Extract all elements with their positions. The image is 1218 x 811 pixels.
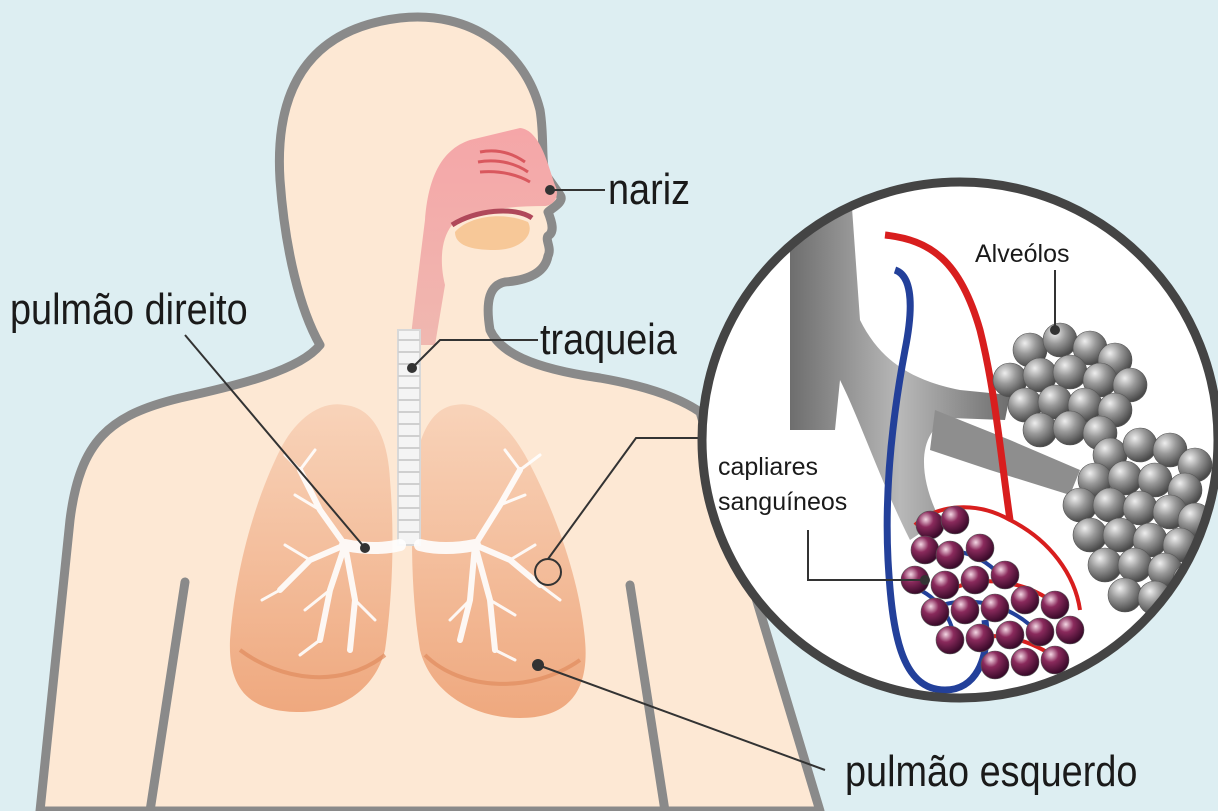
capillary-sac — [961, 566, 989, 594]
label-pulmao-esquerdo: pulmão esquerdo — [845, 750, 1137, 794]
capillary-sac — [1056, 616, 1084, 644]
capillary-sac — [1026, 618, 1054, 646]
alveolus — [1053, 355, 1087, 389]
alveolus — [1093, 488, 1127, 522]
alveolus — [1103, 518, 1137, 552]
capillary-sac — [966, 534, 994, 562]
capillary-sac — [911, 536, 939, 564]
capillary-sac — [981, 594, 1009, 622]
label-nariz: nariz — [608, 168, 690, 212]
alveolus — [1073, 518, 1107, 552]
capillary-sac — [1011, 586, 1039, 614]
capillary-sac — [1041, 646, 1069, 674]
label-sanguineos: sanguíneos — [718, 490, 847, 515]
capillary-sac — [1041, 591, 1069, 619]
alveolus — [1108, 578, 1142, 612]
label-capliares: capliares — [718, 455, 818, 480]
alveolus — [1053, 411, 1087, 445]
alveolus — [1123, 428, 1157, 462]
capillary-sac — [966, 624, 994, 652]
capillary-sac — [991, 561, 1019, 589]
alveolus — [1043, 323, 1077, 357]
alveolus — [1118, 548, 1152, 582]
capillary-sac — [916, 511, 944, 539]
label-alveolos: Alveólos — [975, 242, 1070, 267]
label-traqueia: traqueia — [540, 318, 677, 362]
alveolus — [1063, 488, 1097, 522]
capillary-sac — [941, 506, 969, 534]
capillary-sac — [996, 621, 1024, 649]
capillary-sac — [921, 598, 949, 626]
capillary-sac — [936, 541, 964, 569]
capillary-sac — [1011, 648, 1039, 676]
capillary-sac — [951, 596, 979, 624]
alveolus — [1088, 548, 1122, 582]
alveolus — [1023, 413, 1057, 447]
capillary-sac — [931, 571, 959, 599]
capillary-sac — [936, 626, 964, 654]
label-pulmao-direito: pulmão direito — [10, 288, 248, 332]
capillary-sac — [981, 651, 1009, 679]
